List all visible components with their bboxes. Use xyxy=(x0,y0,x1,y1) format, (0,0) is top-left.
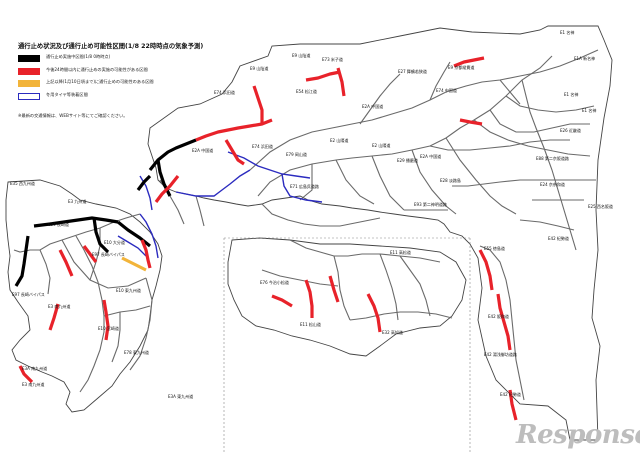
legend-swatch-black xyxy=(18,55,40,62)
legend-item-later: 上記以降(1月10日頃まで)に通行止めの可能性のある区間 xyxy=(18,79,208,90)
legend-label: 上記以降(1月10日頃まで)に通行止めの可能性のある区間 xyxy=(46,79,154,85)
route-label: E11 高松道 xyxy=(390,249,411,255)
route-label: E1A 新名神 xyxy=(574,55,595,61)
route-label: E74 浜田道 xyxy=(252,143,273,149)
route-label: E29 播磨道 xyxy=(397,157,418,163)
route-label: E32 高知道 xyxy=(382,329,403,335)
route-label: E34 長崎道 xyxy=(48,221,69,227)
legend-label: 今後24時間以内に通行止めの実施の可能性がある区間 xyxy=(46,66,148,72)
route-label-group: E1 名神 E1A 新名神 E9 山陰道 E9 山陰道 E73 米子道 E74 … xyxy=(10,29,613,399)
route-label: E2A 中国道 xyxy=(192,147,213,153)
route-label: E2A 中国道 xyxy=(420,153,441,159)
route-label: E74 中国道 xyxy=(436,87,457,93)
route-label: E76 今治小松道 xyxy=(260,279,289,285)
route-label: E71 広島呉道路 xyxy=(290,183,319,189)
route-label: E2 山陽道 xyxy=(330,137,348,143)
route-label: E27 舞鶴若狭道 xyxy=(398,68,427,74)
route-label: E42 紀勢道 xyxy=(500,391,521,397)
route-label: E42 紀勢道 xyxy=(548,235,569,241)
route-label: E3 南九州道 xyxy=(22,381,44,387)
later-possible-sections xyxy=(121,256,147,272)
closed-sections xyxy=(14,138,197,287)
route-label: E2 山陽道 xyxy=(372,142,390,148)
route-label: E1 名神 xyxy=(560,29,574,35)
legend-item-24h: 今後24時間以内に通行止めの実施の可能性がある区間 xyxy=(18,67,208,78)
legend-swatch-blue-outline xyxy=(18,92,40,100)
legend-swatch-red xyxy=(18,67,40,75)
legend-swatch-orange xyxy=(18,80,40,88)
route-label: E1 名神 xyxy=(582,107,596,113)
route-label: E42 阪和道 xyxy=(488,313,509,319)
route-label: E97 長崎バイパス xyxy=(92,251,125,257)
route-label: E10 大分道 xyxy=(104,239,125,245)
route-label: E10 宮崎道 xyxy=(98,325,119,331)
route-label: E9 山陰道 xyxy=(292,52,310,58)
response-logo: Response. xyxy=(516,420,640,450)
route-label: E42 湯浅御坊道路 xyxy=(484,351,517,357)
legend-item-winter-tyre: 冬用タイヤ等装着区間 xyxy=(18,92,208,103)
coastline-outline xyxy=(5,25,613,441)
route-label: E28 淡路島 xyxy=(440,177,461,183)
route-label: E35 西九州道 xyxy=(10,180,35,186)
route-label: E88 第二京阪道路 xyxy=(536,155,569,161)
legend-note: ※最新の交通情報は、WEBサイト等にてご確認ください。 xyxy=(18,113,128,118)
possible-closure-sections xyxy=(18,56,518,421)
route-label: E24 京奈和道 xyxy=(540,181,565,187)
route-label: E2A 中国道 xyxy=(362,103,383,109)
route-label: E93 第二神明道路 xyxy=(414,201,447,207)
route-label: E3A 南九州道 xyxy=(22,365,47,371)
logo-text: Response xyxy=(516,420,640,450)
legend-label: 冬用タイヤ等装着区間 xyxy=(46,91,88,97)
route-label: E3 九州道 xyxy=(68,198,86,204)
region-dividers xyxy=(223,237,471,452)
legend-label: 通行止め実施中区間(1/8 0時時点) xyxy=(46,54,111,59)
route-label: E26 近畿道 xyxy=(560,127,581,133)
route-label: E74 浜田道 xyxy=(214,89,235,95)
route-label: E11 松山道 xyxy=(300,321,321,327)
route-label: E54 松江道 xyxy=(296,88,317,94)
route-label: E97 長崎バイパス xyxy=(12,291,45,297)
route-label: E78 東九州道 xyxy=(124,349,149,355)
route-label: E55 徳島道 xyxy=(484,245,505,251)
map-title: 通行止め状況及び通行止め可能性区間(1/8 22時時点の気象予測) xyxy=(18,43,204,50)
route-label: E9 京都縦貫道 xyxy=(448,64,474,70)
route-label: E73 米子道 xyxy=(322,56,343,62)
route-label: E3 南九州道 xyxy=(48,303,70,309)
route-label: E1 名神 xyxy=(564,91,578,97)
route-label: E25 西名阪道 xyxy=(588,203,613,209)
legend-item-closed: 通行止め実施中区間(1/8 0時時点) xyxy=(18,54,208,65)
route-label: E79 岡山道 xyxy=(286,151,307,157)
route-label: E9 山陰道 xyxy=(250,65,268,71)
route-label: E3A 東九州道 xyxy=(168,393,193,399)
winter-tyre-sections xyxy=(117,151,323,259)
legend: 通行止め実施中区間(1/8 0時時点) 今後24時間以内に通行止めの実施の可能性… xyxy=(18,54,208,104)
route-label: E10 東九州道 xyxy=(116,287,141,293)
